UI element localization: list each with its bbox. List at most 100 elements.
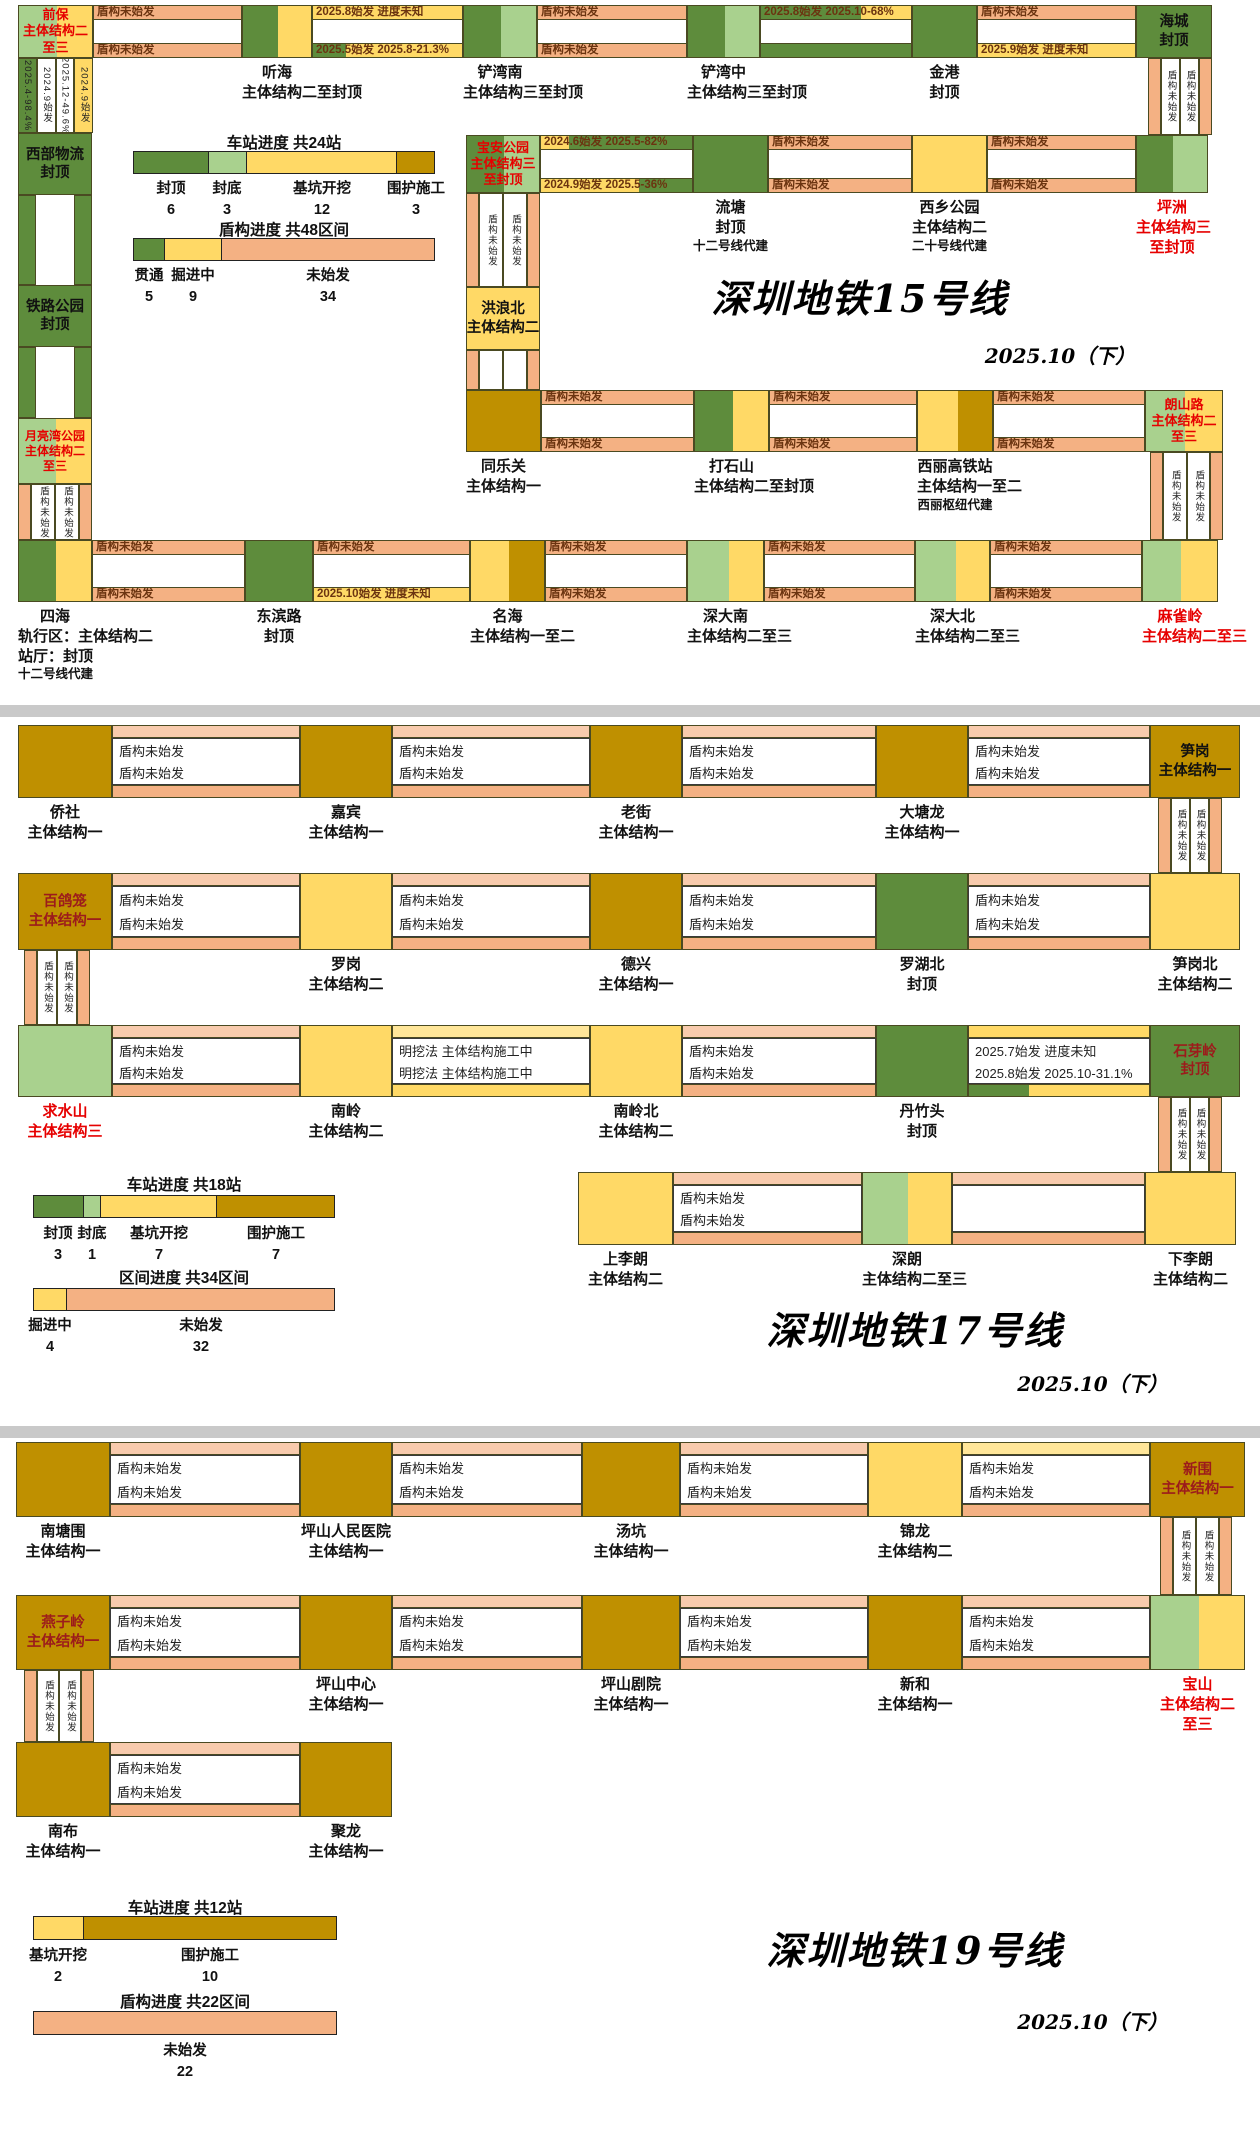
shield-strip: 2024.9始发 2025.5-36%	[540, 178, 693, 193]
connector-cell: 盾构未始发	[1171, 798, 1190, 873]
station-fill	[877, 726, 967, 797]
strip-fill	[969, 786, 1149, 797]
segment-text: 盾构未始发	[689, 743, 755, 759]
station-fill	[301, 726, 391, 797]
shield-strip: 盾构未始发	[92, 587, 245, 602]
legend-label-name: 贯通	[134, 268, 164, 284]
station-fill	[1146, 1173, 1235, 1244]
shield-segment: 盾构未始发盾构未始发	[968, 725, 1150, 798]
segment-text: 盾构未始发	[975, 917, 1041, 933]
strip-fill	[978, 6, 1135, 19]
segment-text: 盾构未始发	[687, 1614, 753, 1630]
shield-strip: 盾构未始发	[769, 437, 917, 452]
station-fill	[918, 391, 958, 451]
station-label-line: 笋岗北	[1172, 956, 1218, 973]
shield-strip	[392, 1504, 582, 1517]
station-block-nanling	[300, 1025, 392, 1097]
station-label-line: 主体结构一	[308, 1542, 384, 1560]
shield-strip: 2025.10始发 进度未知	[313, 587, 470, 602]
station-fill	[56, 419, 91, 483]
segment-gap	[977, 20, 1136, 43]
strip-fill	[765, 588, 914, 601]
legend-label-count: 7	[271, 1247, 281, 1264]
connector-cell: 盾构未始发	[1173, 1517, 1196, 1595]
station-label-line: 封顶	[906, 1122, 937, 1140]
station-label-line: 封顶	[40, 317, 70, 333]
station-label-line: 主体结构二	[598, 1122, 674, 1140]
shield-segment: 盾构未始发盾构未始发	[545, 540, 687, 602]
legend-label-count: 4	[45, 1339, 55, 1356]
legend-segment	[34, 1196, 84, 1217]
connector-cell: 盾构未始发	[1190, 1097, 1209, 1172]
shield-strip: 盾构未始发	[764, 587, 915, 602]
segment-text: 盾构未始发	[773, 438, 831, 450]
connector-side	[1210, 452, 1223, 540]
legend-segment	[34, 1289, 68, 1310]
station-label: 坪山人民医院主体结构一	[300, 1522, 392, 1562]
strip-fill	[111, 1658, 299, 1669]
station-label: 坪山剧院主体结构一	[582, 1675, 680, 1715]
segment-text: 盾构未始发	[969, 1484, 1035, 1500]
shield-segment: 2025.8始发 2025.10-68%	[760, 5, 912, 58]
vertical-connector	[466, 350, 540, 390]
segment-text: 盾构未始发	[399, 1614, 465, 1630]
strip-fill	[994, 438, 1144, 451]
connector-side	[1148, 58, 1161, 135]
station-label: 宝山主体结构二至三	[1150, 1675, 1245, 1734]
segment-text: 盾构未始发	[975, 743, 1041, 759]
segment-text: 盾构未始发	[96, 588, 154, 600]
legend-segment	[134, 239, 166, 260]
shield-strip	[112, 937, 300, 950]
segment-textbox: 盾构未始发盾构未始发	[112, 886, 300, 937]
station-label: 聚龙主体结构一	[300, 1822, 392, 1862]
strip-fill	[1029, 1085, 1149, 1096]
shield-strip	[962, 1657, 1150, 1670]
station-block-pingzhou	[1136, 135, 1208, 193]
station-label-line: 轨行区：主体结构二	[18, 627, 154, 645]
shield-strip: 盾构未始发	[990, 540, 1142, 555]
legend-label-name: 掘进中	[171, 268, 215, 284]
shield-strip: 盾构未始发	[993, 437, 1145, 452]
strip-fill	[538, 6, 686, 19]
strip-fill	[113, 786, 299, 797]
legend-title: 区间进度 共34区间	[118, 1270, 250, 1287]
station-label-line: 罗岗	[330, 956, 361, 973]
station-label-line: 主体结构一	[25, 1842, 101, 1860]
shield-strip: 盾构未始发	[769, 390, 917, 405]
connector-cell: 2025.12-49.6%	[55, 58, 75, 133]
station-fill	[1151, 726, 1239, 797]
connector-side	[527, 350, 540, 390]
station-label-line: 主体结构三至封顶	[687, 83, 808, 101]
segment-text: 盾构未始发	[119, 892, 185, 908]
station-fill	[56, 541, 91, 601]
segment-gap	[93, 20, 242, 43]
station-block-xialilang	[1145, 1172, 1236, 1245]
segment-text: 明挖法 主体结构施工中	[399, 1043, 533, 1059]
connector-side	[1158, 1097, 1171, 1172]
station-label-line: 侨社	[49, 804, 80, 821]
segment-text: 盾构未始发	[119, 917, 185, 933]
station-label-line: 新和	[899, 1676, 930, 1693]
shield-strip	[952, 1172, 1145, 1185]
station-label-line: 封顶	[1159, 32, 1189, 49]
shield-segment: 盾构未始发盾构未始发	[112, 725, 300, 798]
shield-strip	[680, 1595, 868, 1608]
station-label-line: 求水山	[42, 1103, 88, 1120]
shield-strip	[760, 43, 912, 58]
station-block-baigelong: 百鸽笼主体结构一	[18, 873, 112, 950]
segment-text: 盾构未始发	[545, 391, 603, 403]
station-block-xinwei: 新围主体结构一	[1150, 1442, 1245, 1517]
legend-label-name: 封顶	[156, 181, 186, 197]
station-fill	[17, 1443, 109, 1516]
connector-side	[466, 193, 479, 287]
station-label: 百鸽笼主体结构一	[19, 874, 111, 949]
station-block-laojie	[590, 725, 682, 798]
station-label: 南塘围主体结构一	[16, 1522, 110, 1562]
segment-textbox: 盾构未始发盾构未始发	[110, 1755, 300, 1804]
segment-text: 盾构未始发	[680, 1190, 746, 1206]
segment-text: 盾构未始发	[975, 892, 1041, 908]
station-fill	[733, 391, 768, 451]
station-fill	[913, 6, 976, 57]
